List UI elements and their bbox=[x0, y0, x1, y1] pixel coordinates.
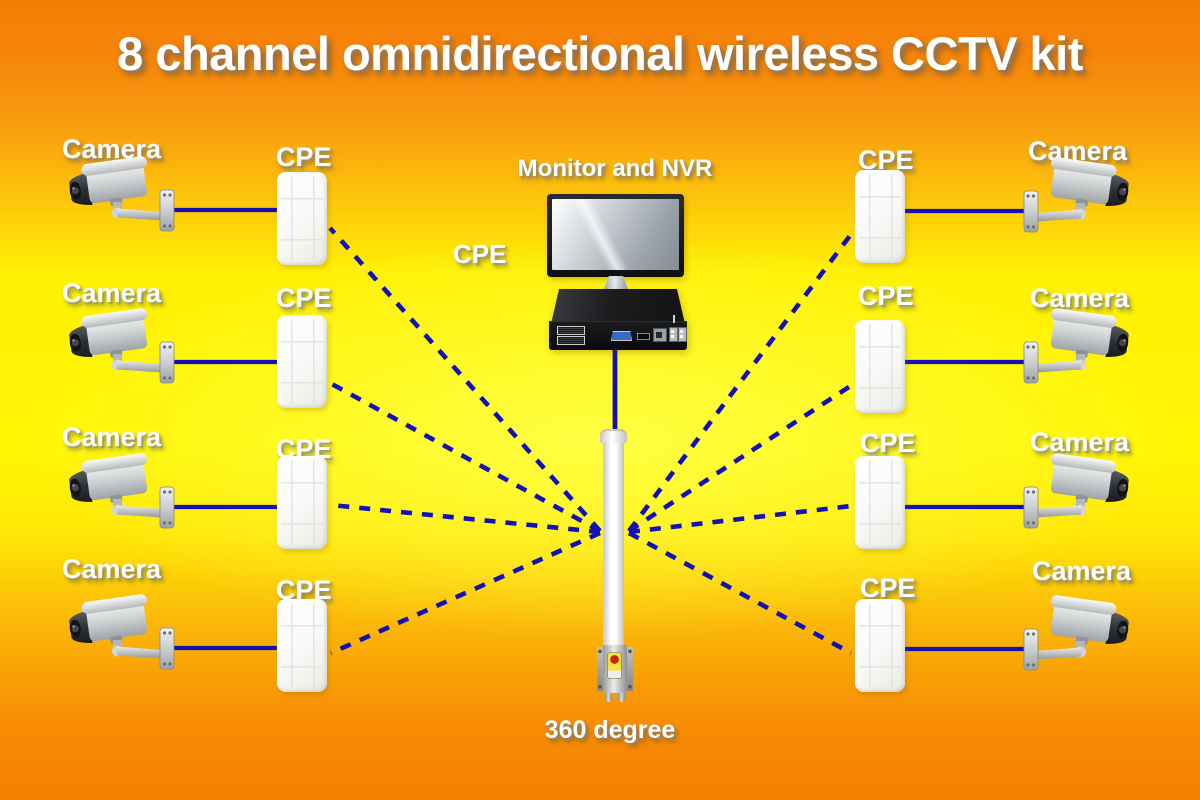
nvr-top-face bbox=[551, 289, 685, 324]
bullet-camera-icon bbox=[65, 155, 175, 232]
antenna-connector-foot bbox=[618, 693, 625, 702]
antenna-mount-bracket bbox=[597, 647, 603, 691]
antenna-connector-foot bbox=[605, 693, 612, 702]
cpe-device bbox=[277, 456, 327, 549]
vga-port-icon bbox=[611, 331, 632, 341]
omni-antenna-icon bbox=[603, 442, 624, 648]
cpe-device bbox=[855, 320, 905, 413]
camera-label: Camera bbox=[62, 278, 162, 308]
camera-label: Camera bbox=[62, 422, 162, 452]
bullet-camera-icon bbox=[65, 452, 175, 529]
nvr-sticker bbox=[557, 326, 585, 335]
antenna-connector-icon bbox=[673, 315, 675, 323]
antenna-mount bbox=[597, 644, 633, 702]
cpe-label: CPE bbox=[276, 283, 332, 313]
cpe-label: CPE bbox=[276, 142, 332, 172]
bullet-camera-icon bbox=[1023, 594, 1133, 671]
cpe-label: CPE bbox=[860, 428, 916, 458]
antenna-mount-bracket bbox=[627, 647, 633, 691]
cpe-device bbox=[277, 315, 327, 408]
bullet-camera-icon bbox=[1023, 452, 1133, 529]
cpe-device bbox=[855, 170, 905, 263]
wireless-link-line bbox=[328, 380, 602, 534]
monitor-stand bbox=[603, 276, 629, 292]
camera-label: Camera bbox=[1030, 283, 1130, 313]
usb-port-icon bbox=[678, 327, 687, 342]
nvr-back-panel bbox=[549, 315, 687, 350]
wireless-link-line bbox=[627, 231, 854, 533]
antenna-degree-label: 360 degree bbox=[544, 716, 676, 744]
cpe-device bbox=[277, 599, 327, 692]
bullet-camera-icon bbox=[1023, 307, 1133, 384]
monitor-nvr-label: Monitor and NVR bbox=[517, 155, 713, 182]
usb-port-icon bbox=[669, 327, 678, 342]
cpe-device bbox=[855, 456, 905, 549]
antenna-cap bbox=[600, 429, 627, 444]
camera-label: Camera bbox=[62, 554, 162, 584]
page-title: 8 channel omnidirectional wireless CCTV … bbox=[117, 27, 1083, 80]
center-cpe-label: CPE bbox=[453, 239, 507, 269]
camera-label: Camera bbox=[1032, 556, 1132, 586]
nvr-icon bbox=[549, 289, 687, 350]
cpe-device bbox=[277, 172, 327, 265]
bullet-camera-icon bbox=[1023, 156, 1133, 233]
hdmi-port-icon bbox=[637, 333, 650, 340]
wireless-link-line bbox=[627, 530, 853, 656]
bullet-camera-icon bbox=[65, 593, 175, 670]
monitor-icon bbox=[547, 194, 684, 277]
wireless-link-line bbox=[330, 502, 601, 535]
cpe-label: CPE bbox=[860, 573, 916, 603]
cpe-label: CPE bbox=[858, 281, 914, 311]
wireless-link-line bbox=[627, 383, 854, 533]
bullet-camera-icon bbox=[65, 307, 175, 384]
wireless-link-line bbox=[328, 226, 602, 533]
monitor-screen bbox=[552, 199, 679, 270]
wireless-link-line bbox=[628, 503, 852, 535]
cpe-device bbox=[855, 599, 905, 692]
camera-label: Camera bbox=[1030, 427, 1130, 457]
warning-sticker bbox=[608, 653, 621, 678]
wireless-link-line bbox=[330, 530, 601, 656]
nvr-sticker bbox=[557, 336, 585, 345]
ethernet-port-icon bbox=[653, 328, 667, 342]
